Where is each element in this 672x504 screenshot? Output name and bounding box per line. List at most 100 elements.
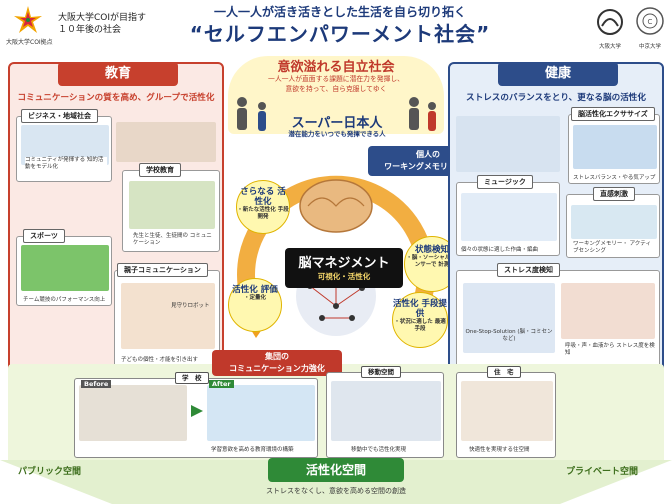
parent-child-card: 親子コミュニケーション 見守りロボット 子どもの個性・才能を引き出す: [114, 263, 220, 370]
partner-university-label: 中京大学: [638, 44, 661, 50]
mobility-space-card: 移動空間 移動中でも活性化実現: [326, 366, 444, 458]
catchphrase: 一人一人が活き活きとした生活を自ら切り拓く: [213, 5, 466, 19]
group-communication-line2: コミュニケーション力強化: [229, 364, 325, 373]
intuitive-stimulus-title: 直感刺激: [593, 187, 635, 201]
activation-means-bubble: 活性化 手段提供 ・状況に適した 最適手段: [392, 292, 448, 348]
brain-management-box: 脳マネジメント 可視化・活性化: [285, 248, 403, 288]
breath-check-illustration: [561, 283, 655, 339]
education-description: コミュニケーションの質を高め、グループで活性化: [17, 93, 215, 103]
activation-evaluation-bubble: 活性化 評価 ・定量化: [228, 278, 282, 332]
health-panel: 健康 ストレスのバランスをとり、更なる脳の活性化 脳活性化エクササイズ ストレス…: [448, 62, 664, 380]
osaka-university-emblem-icon: [597, 9, 623, 35]
health-description: ストレスのバランスをとり、更なる脳の活性化: [466, 93, 646, 103]
vision-title: 意欲溢れる自立社会: [277, 60, 395, 75]
header-subtitle-line2: １０年後の社会: [58, 25, 122, 35]
business-community-caption: コミュニティが発揮する 知的活動をモデル化: [25, 157, 107, 171]
education-panel: 教育 コミュニケーションの質を高め、グループで活性化 ビジネス・地域社会 コミュ…: [8, 62, 224, 380]
health-tab: 健康: [498, 62, 618, 86]
activation-space-base: [0, 460, 672, 504]
mobility-space-tag: 移動空間: [361, 366, 401, 378]
music-card: ミュージック 個々の状態に適した作曲・編曲: [456, 175, 560, 256]
stress-detection-caption: 呼吸・声・血液から ストレス度を検知: [565, 343, 655, 356]
partner-university-emblem-icon: C: [636, 7, 664, 35]
activation-space-desc: ストレスをなくし、意欲を高める空間の創造: [266, 487, 406, 495]
osaka-university-label: 大阪大学: [598, 44, 621, 50]
after-label: After: [209, 380, 234, 388]
office-illustration: [116, 122, 216, 162]
brain-exercise-card: 脳活性化エクササイズ ストレスバランス・やる気アップ: [568, 107, 660, 184]
classroom-illustration: [129, 181, 215, 229]
education-tab: 教育: [58, 62, 178, 86]
one-stop-solution-label: One-Stop-Solution (脳・コミセンなど): [465, 329, 553, 342]
car-interior-illustration: [331, 381, 441, 441]
osaka-university-logo: 大阪大学: [592, 8, 628, 50]
header: [0, 0, 672, 52]
school-education-title: 学校教育: [139, 163, 181, 177]
after-classroom-illustration: [207, 385, 315, 441]
stress-detection-card: ストレス度検知 One-Stop-Solution (脳・コミセンなど) 呼吸・…: [456, 263, 660, 374]
school-education-caption: 先生と生徒、生徒間の コミュニケーション: [133, 233, 212, 246]
vision-desc-line2: 意欲を持って、自ら克服してゆく: [285, 85, 387, 93]
stress-detection-title: ストレス度検知: [497, 263, 560, 277]
home-space-tag: 住 宅: [487, 366, 521, 378]
further-activation-title: さらなる 活性化: [240, 187, 286, 207]
watch-robot-label: 見守りロボット: [171, 303, 210, 309]
home-space-caption: 快適性を実現する住空間: [469, 447, 530, 453]
before-label: Before: [81, 380, 112, 388]
working-memory-line2: ワーキングメモリー強化: [384, 162, 472, 171]
intuitive-stimulus-card: 直感刺激 ワーキングメモリー・ アクティブセンシング: [566, 187, 660, 258]
brain-management-title: 脳マネジメント: [298, 256, 390, 271]
parent-child-title: 親子コミュニケーション: [117, 263, 208, 277]
living-room-illustration: [461, 381, 553, 441]
before-classroom-illustration: [79, 385, 187, 441]
school-space-caption: 学習意欲を高める教育環境の構築: [211, 447, 294, 453]
sports-caption: チーム競技のパフォーマンス向上: [23, 297, 106, 303]
school-education-card: 学校教育 先生と生徒、生徒間の コミュニケーション: [122, 163, 220, 252]
exercise-illustration: [573, 125, 657, 169]
svg-text:C: C: [648, 18, 653, 26]
running-illustration: [456, 116, 560, 172]
vision-description: 一人一人が直面する課題に潜在力を発揮し、 意欲を持って、自ら克服してゆく: [258, 74, 414, 94]
brain-management-subtitle: 可視化・活性化: [317, 272, 371, 281]
intuitive-stimulus-caption: ワーキングメモリー・ アクティブセンシング: [573, 241, 651, 254]
public-space-label: パブリック空間: [18, 467, 82, 477]
partner-university-logo: C 中京大学: [632, 6, 668, 50]
state-detection-title: 状態検知: [414, 245, 449, 255]
coi-logo-text: 大阪大学COI拠点: [6, 39, 53, 46]
vr-headset-illustration: [571, 205, 657, 239]
music-title: ミュージック: [477, 175, 533, 189]
vision-desc-line1: 一人一人が直面する課題に潜在力を発揮し、: [268, 75, 404, 83]
people-illustration: [237, 97, 436, 131]
activation-evaluation-title: 活性化 評価: [232, 285, 278, 295]
music-caption: 個々の状態に適した作曲・編曲: [461, 247, 539, 253]
family-illustration: [121, 283, 215, 349]
brain-exercise-caption: ストレスバランス・やる気アップ: [573, 175, 656, 181]
super-japanese-desc: 潜在能力をいつでも発揮できる人: [288, 130, 386, 138]
header-subtitle-line1: 大阪大学COIが目指す: [58, 13, 147, 23]
activation-space-title: 活性化空間: [268, 458, 404, 482]
business-community-card: ビジネス・地域社会 コミュニティが発揮する 知的活動をモデル化: [16, 109, 112, 182]
activation-evaluation-sub: ・定量化: [243, 295, 266, 301]
business-community-title: ビジネス・地域社会: [21, 109, 98, 123]
headphones-illustration: [461, 193, 557, 241]
sports-card: スポーツ チーム競技のパフォーマンス向上: [16, 229, 112, 306]
state-detection-sub: ・脳・ソーシャル センサーで 計測: [406, 255, 458, 268]
brain-exercise-title: 脳活性化エクササイズ: [571, 107, 655, 121]
one-stop-solution-illustration: [463, 283, 555, 353]
further-activation-bubble: さらなる 活性化 ・新たな活性化 手段開発: [236, 180, 290, 234]
soccer-field-illustration: [21, 245, 109, 291]
header-subtitle: 大阪大学COIが目指す １０年後の社会: [58, 12, 146, 36]
mobility-space-caption: 移動中でも活性化実現: [351, 447, 407, 453]
school-space-tag: 学 校: [175, 372, 209, 384]
school-space-card: 学 校 Before After 学習意欲を高める教育環境の構築: [74, 372, 318, 458]
home-space-card: 住 宅 快適性を実現する住空間: [456, 366, 556, 458]
parent-child-caption: 子どもの個性・才能を引き出す: [121, 357, 199, 363]
sports-title: スポーツ: [23, 229, 65, 243]
super-japanese-title: スーパー日本人: [291, 116, 383, 131]
arrow-right-icon: [191, 405, 203, 417]
group-communication-box: 集団の コミュニケーション力強化: [212, 350, 342, 376]
private-space-label: プライベート空間: [566, 467, 639, 477]
further-activation-sub: ・新たな活性化 手段開発: [237, 207, 289, 220]
coi-logo-icon: [14, 6, 42, 33]
activation-means-title: 活性化 手段提供: [393, 299, 447, 319]
